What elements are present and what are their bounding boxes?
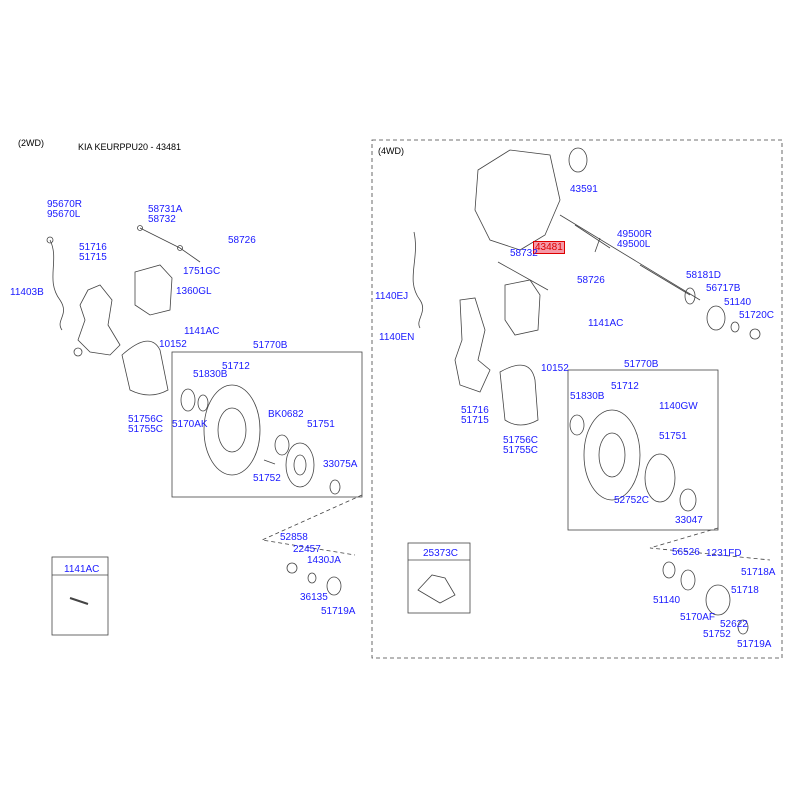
- part-label[interactable]: 10152: [159, 339, 187, 350]
- part-label[interactable]: 51719A: [737, 639, 772, 650]
- part-label[interactable]: 51770B: [253, 340, 288, 351]
- 2wd-brake-caliper: [134, 264, 173, 316]
- part-label[interactable]: 49500L: [617, 239, 651, 250]
- part-label[interactable]: 58732: [148, 214, 176, 225]
- part-label[interactable]: 36135: [300, 592, 328, 603]
- part-label[interactable]: 51830B: [193, 369, 228, 380]
- 2wd-steering-knuckle: [77, 284, 121, 356]
- part-label[interactable]: 51716: [79, 242, 107, 253]
- part-label[interactable]: 51755C: [503, 445, 539, 456]
- 2wd-wheel-speed-sensor: [49, 239, 64, 331]
- part-label[interactable]: 1751GC: [183, 266, 221, 277]
- part-label[interactable]: 5170AF: [680, 612, 716, 623]
- 4wd-steering-knuckle: [454, 297, 491, 393]
- part-label[interactable]: 33047: [675, 515, 703, 526]
- part-label[interactable]: 5170AK: [172, 419, 208, 430]
- part-label[interactable]: 51752: [253, 473, 281, 484]
- 2wd-wheel-hub: [285, 442, 315, 488]
- part-label[interactable]: BK0682: [268, 409, 304, 420]
- 1141AC-inset-frame: [51, 556, 109, 636]
- 2wd-brake-hose: [139, 227, 181, 249]
- part-label[interactable]: 10152: [541, 363, 569, 374]
- part-label[interactable]: 51715: [79, 252, 107, 263]
- part-label[interactable]: 95670R: [47, 199, 83, 210]
- part-label[interactable]: 1430JA: [307, 555, 341, 566]
- part-label[interactable]: 51718: [731, 585, 759, 596]
- part-label[interactable]: 51756C: [128, 414, 164, 425]
- part-label[interactable]: 51752: [703, 629, 731, 640]
- part-label[interactable]: 49500R: [617, 229, 653, 240]
- part-label[interactable]: 51140: [653, 595, 681, 606]
- 2wd-dust-cover: [121, 340, 169, 396]
- 4wd-section-frame: [371, 139, 783, 659]
- inset-label[interactable]: 1141AC: [64, 564, 100, 575]
- part-label[interactable]: 95670L: [47, 209, 81, 220]
- 4wd-wheel-hub: [644, 453, 676, 503]
- part-label[interactable]: 56526: [672, 547, 700, 558]
- part-label[interactable]: 51756C: [503, 435, 539, 446]
- part-label[interactable]: 51751: [659, 431, 687, 442]
- section-label-4wd: (4WD): [378, 146, 404, 156]
- part-label[interactable]: 52752C: [614, 495, 650, 506]
- part-label[interactable]: 51140: [724, 297, 752, 308]
- 4wd-wheel-speed-sensor: [412, 231, 424, 329]
- 4wd-transfer-case: [474, 149, 561, 251]
- inset-label[interactable]: 25373C: [423, 548, 459, 559]
- part-label[interactable]: 51716: [461, 405, 489, 416]
- part-label[interactable]: 51719A: [321, 606, 356, 617]
- 4wd-oil-seal: [568, 147, 588, 173]
- part-label[interactable]: 51718A: [741, 567, 776, 578]
- part-label[interactable]: 58181D: [686, 270, 722, 281]
- part-label[interactable]: 1141AC: [588, 318, 624, 329]
- part-label[interactable]: 1140GW: [659, 401, 698, 412]
- part-label[interactable]: 58726: [228, 235, 256, 246]
- 4wd-hub-assembly-frame: [567, 369, 719, 531]
- 25373C-inset-frame: [407, 542, 471, 614]
- 4wd-brake-caliper: [504, 279, 541, 336]
- part-label[interactable]: 56717B: [706, 283, 741, 294]
- 4wd-drive-shaft: [559, 214, 701, 301]
- 2wd-brake-disc: [203, 384, 261, 476]
- part-label[interactable]: 58726: [577, 275, 605, 286]
- model-reference: KIA KEURPPU20 - 43481: [78, 142, 182, 152]
- part-label[interactable]: 52622: [720, 619, 748, 630]
- part-label[interactable]: 51715: [461, 415, 489, 426]
- 2wd-hub-assembly-frame: [171, 351, 363, 498]
- 4wd-dust-cover: [499, 364, 539, 426]
- 4wd-brake-hose: [497, 261, 549, 291]
- part-label[interactable]: 1140EN: [379, 332, 415, 343]
- section-label-2wd: (2WD): [18, 138, 44, 148]
- part-label[interactable]: 22457: [293, 544, 321, 555]
- part-label[interactable]: 58732: [510, 248, 538, 259]
- 4wd-brake-disc: [583, 409, 641, 501]
- part-label[interactable]: 52858: [280, 532, 308, 543]
- part-label[interactable]: 1360GL: [176, 286, 212, 297]
- part-label[interactable]: 1231FD: [706, 548, 742, 559]
- part-label[interactable]: 51712: [222, 361, 250, 372]
- part-label[interactable]: 51751: [307, 419, 335, 430]
- part-label[interactable]: 51712: [611, 381, 639, 392]
- part-label[interactable]: 1140EJ: [375, 291, 409, 302]
- part-label[interactable]: 51770B: [624, 359, 659, 370]
- part-label[interactable]: 1141AC: [184, 326, 220, 337]
- part-label[interactable]: 11403B: [10, 287, 44, 298]
- part-label[interactable]: 58731A: [148, 204, 183, 215]
- part-label[interactable]: 33075A: [323, 459, 358, 470]
- part-label[interactable]: 51830B: [570, 391, 605, 402]
- part-label[interactable]: 51720C: [739, 310, 775, 321]
- part-label[interactable]: 51755C: [128, 424, 164, 435]
- highlighted-part-label[interactable]: 43481: [533, 241, 565, 254]
- part-label[interactable]: 43591: [570, 184, 598, 195]
